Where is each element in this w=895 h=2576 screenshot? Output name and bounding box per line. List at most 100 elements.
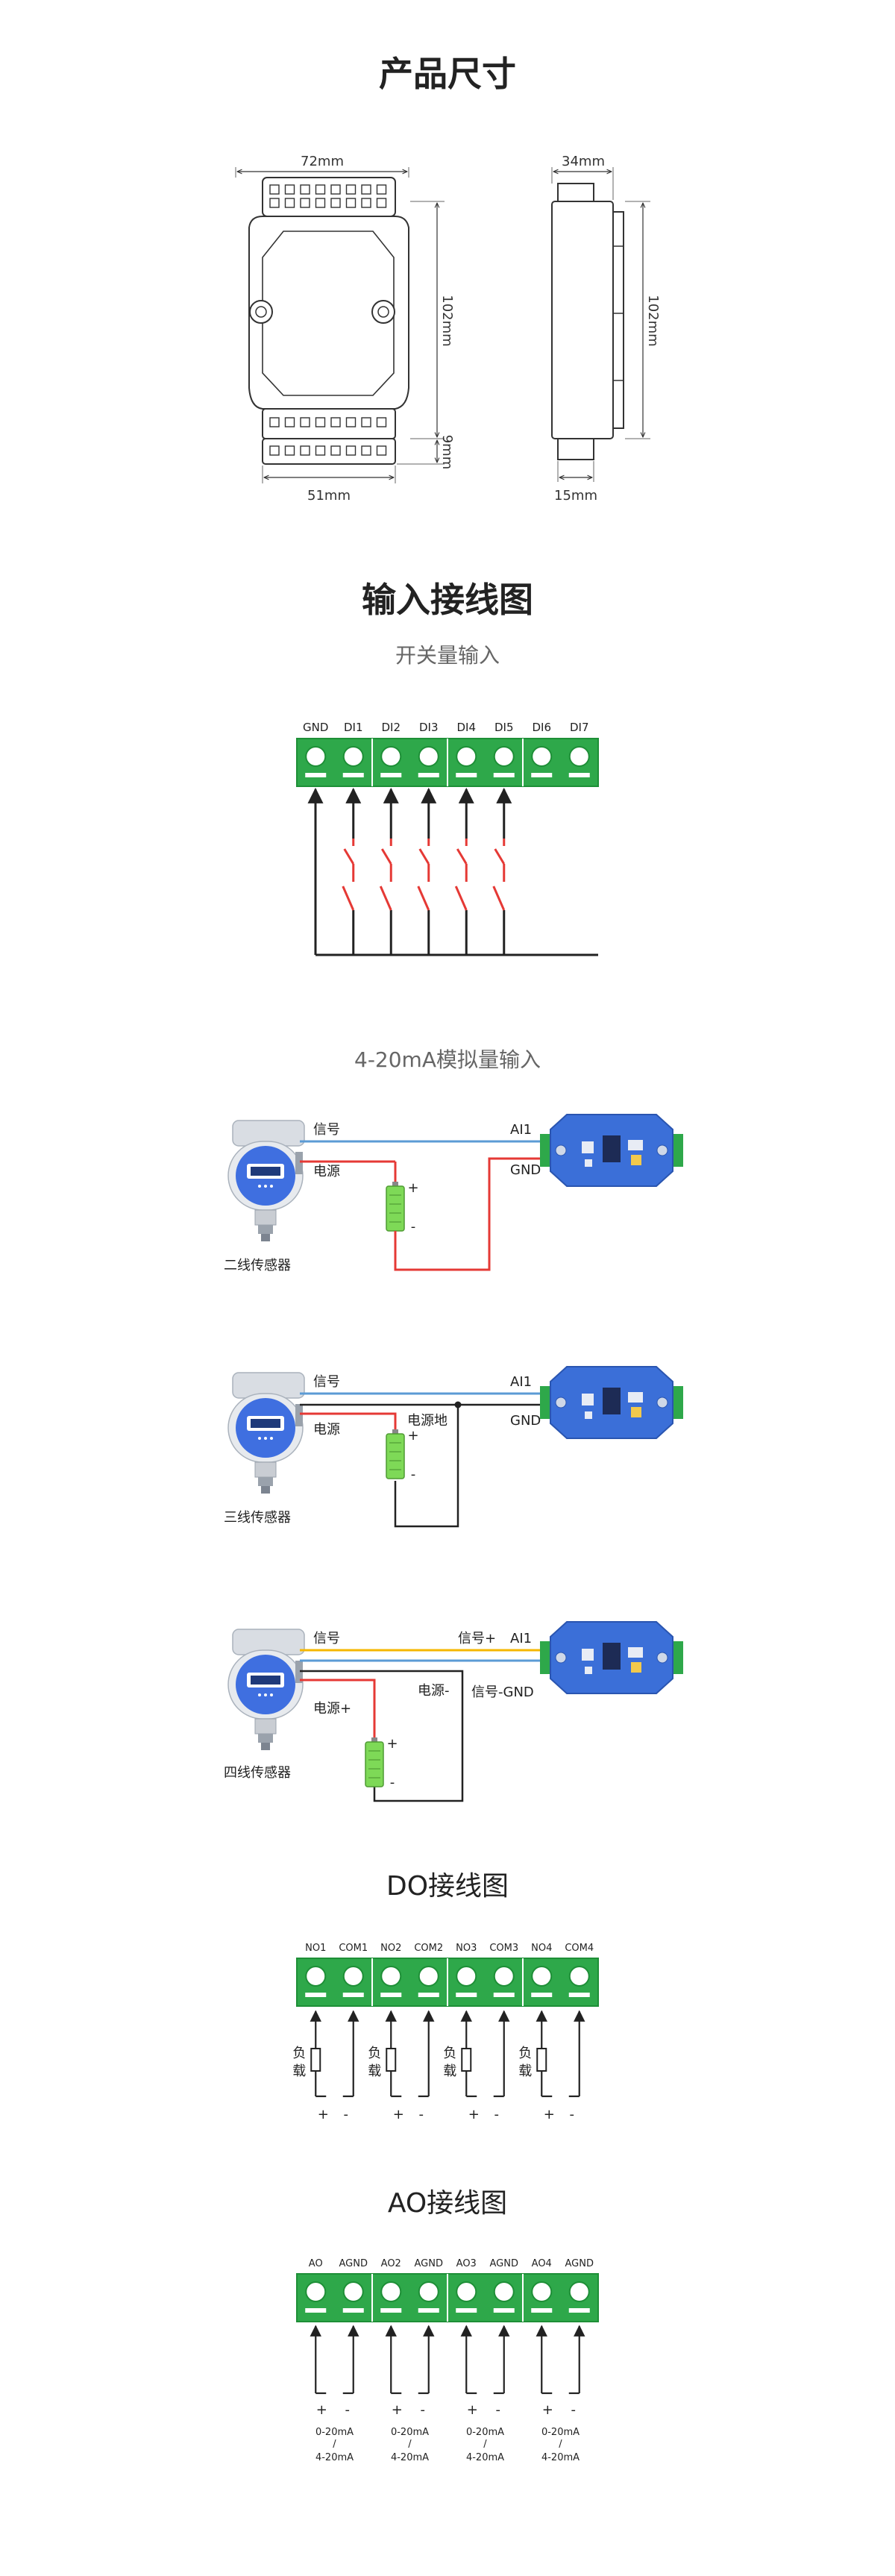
wire-slot bbox=[568, 1993, 590, 1997]
load-label: 负 bbox=[368, 2046, 381, 2061]
terminal-hole bbox=[315, 198, 326, 208]
four-wire-signal-plus-label: 信号+ bbox=[458, 1631, 496, 1646]
screw-icon bbox=[531, 1966, 553, 1987]
load-resistor bbox=[536, 2048, 547, 2072]
dim-width-bottom: 51mm bbox=[307, 488, 351, 504]
terminal-hole bbox=[361, 417, 371, 427]
screw-icon bbox=[380, 2281, 402, 2302]
range-label: 4-20mA bbox=[315, 2452, 354, 2463]
sensor-led bbox=[264, 1693, 267, 1696]
screw-icon bbox=[418, 2281, 439, 2302]
terminal-hole bbox=[376, 417, 387, 427]
plus-label: + bbox=[544, 2107, 555, 2122]
side-dimensions: 34mm 102mm 15mm bbox=[551, 154, 661, 504]
minus-label: - bbox=[421, 2402, 426, 2418]
wire-slot bbox=[380, 1993, 402, 1997]
module-mount-hole bbox=[555, 1652, 567, 1664]
screw-icon bbox=[342, 746, 364, 767]
battery-terminal bbox=[371, 1737, 377, 1742]
module-component bbox=[628, 1392, 643, 1403]
module-chip bbox=[603, 1135, 621, 1162]
four-wire-power-plus-label: 电源+ bbox=[313, 1701, 351, 1717]
minus-label: - bbox=[496, 2402, 501, 2418]
range-slash: / bbox=[333, 2439, 336, 2450]
terminal-label: GND bbox=[303, 721, 328, 734]
module-terminal-left bbox=[540, 1134, 550, 1167]
switch-lever bbox=[380, 848, 392, 865]
battery-plus-label: + bbox=[407, 1428, 418, 1444]
sensor-neck bbox=[254, 1718, 277, 1734]
dim-height-side: 102mm bbox=[645, 295, 661, 346]
sensor-tip bbox=[261, 1234, 270, 1241]
module-component bbox=[628, 1647, 643, 1658]
load-resistor bbox=[386, 2048, 397, 2072]
dim-width-top: 72mm bbox=[301, 154, 344, 169]
section-title-do: DO接线图 bbox=[386, 1871, 509, 1902]
two-wire-gnd-label: GND bbox=[510, 1162, 541, 1178]
range-label: 4-20mA bbox=[391, 2452, 429, 2463]
load-label: 载 bbox=[443, 2063, 456, 2079]
terminal-label: NO1 bbox=[305, 1943, 326, 1954]
terminal-label: DI6 bbox=[532, 721, 551, 734]
module-component bbox=[631, 1662, 641, 1673]
module-component bbox=[631, 1155, 641, 1165]
module-terminal-right bbox=[673, 1134, 683, 1167]
terminal-hole bbox=[330, 417, 341, 427]
terminal-hole bbox=[376, 445, 387, 456]
terminal-label: AO bbox=[309, 2258, 323, 2269]
three-wire-power-label: 电源 bbox=[313, 1422, 340, 1438]
terminal-label: AGND bbox=[565, 2258, 594, 2269]
terminal-label: DI7 bbox=[570, 721, 589, 734]
terminal-label: DI3 bbox=[419, 721, 439, 734]
three-wire-ai-label: AI1 bbox=[510, 1374, 532, 1390]
module-chip bbox=[603, 1643, 621, 1670]
terminal-hole bbox=[361, 445, 371, 456]
battery-icon bbox=[386, 1433, 405, 1479]
terminal-label: COM3 bbox=[489, 1943, 518, 1954]
screw-icon bbox=[380, 746, 402, 767]
range-label: 0-20mA bbox=[315, 2427, 354, 2438]
terminal-label: DI2 bbox=[381, 721, 401, 734]
screw-icon bbox=[418, 746, 439, 767]
screw-icon bbox=[568, 2281, 590, 2302]
terminal-hole bbox=[315, 445, 326, 456]
battery-icon bbox=[386, 1185, 405, 1232]
three-wire-gnd-label: GND bbox=[510, 1413, 541, 1429]
two-wire-diagram: +- 信号 电源 AI1 GND 二线传感器 bbox=[224, 1114, 683, 1273]
terminal-hole bbox=[361, 184, 371, 195]
minus-label: - bbox=[570, 2107, 575, 2122]
module-component bbox=[628, 1140, 643, 1150]
sensor-led bbox=[264, 1185, 267, 1188]
terminal-label: NO3 bbox=[456, 1943, 477, 1954]
module-chip bbox=[603, 1388, 621, 1414]
sensor-led bbox=[270, 1437, 273, 1440]
minus-label: - bbox=[571, 2402, 577, 2418]
wire-slot bbox=[342, 1993, 364, 1997]
module-component bbox=[585, 1667, 592, 1674]
minus-label: - bbox=[345, 2402, 351, 2418]
wire-slot bbox=[531, 2308, 553, 2313]
terminal-label: COM1 bbox=[339, 1943, 368, 1954]
screw-icon bbox=[456, 2281, 477, 2302]
screw-icon bbox=[342, 2281, 364, 2302]
range-label: 0-20mA bbox=[466, 2427, 504, 2438]
wire-slot bbox=[342, 2308, 364, 2313]
module-mount-hole bbox=[555, 1397, 567, 1408]
sensor-led bbox=[264, 1437, 267, 1440]
terminal-label: AO4 bbox=[532, 2258, 552, 2269]
module-mount-hole bbox=[656, 1144, 668, 1156]
switch-wiring bbox=[307, 787, 598, 956]
screw-icon bbox=[456, 746, 477, 767]
screw-icon bbox=[568, 1966, 590, 1987]
two-wire-sensor-label: 二线传感器 bbox=[224, 1258, 291, 1273]
module-component bbox=[585, 1411, 592, 1419]
terminal-hole bbox=[330, 198, 341, 208]
terminal-label: DI5 bbox=[494, 721, 514, 734]
switch-input-subtitle: 开关量输入 bbox=[395, 643, 500, 668]
load-label: 载 bbox=[518, 2063, 532, 2079]
module-mount-hole bbox=[555, 1144, 567, 1156]
module-terminal-left bbox=[540, 1386, 550, 1419]
sensor-thread bbox=[258, 1734, 273, 1743]
do-wiring: 负载+-负载+-负载+-负载+- bbox=[292, 2010, 585, 2122]
three-wire-diagram: +- 信号 电源 电源地 AI1 GND 三线传感器 bbox=[224, 1366, 683, 1528]
